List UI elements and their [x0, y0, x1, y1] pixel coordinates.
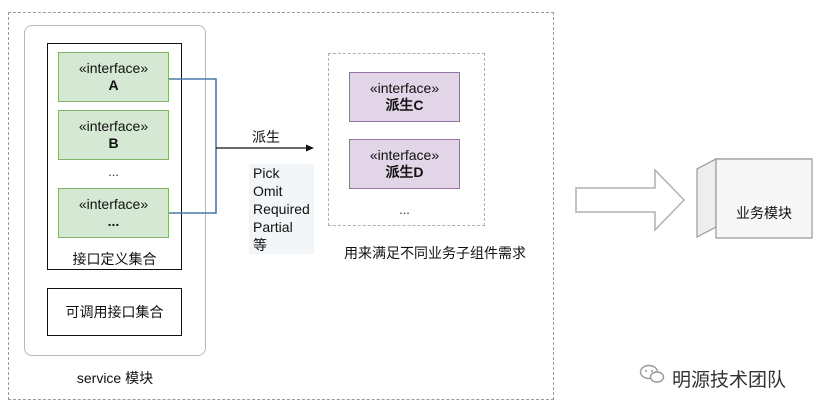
derived-group-caption: 用来满足不同业务子组件需求 — [344, 245, 526, 261]
operations-background — [249, 164, 314, 254]
operation-item: 等 — [253, 237, 267, 253]
derived-interfaces-group — [328, 53, 485, 226]
interface-stereotype: «interface» — [78, 118, 149, 134]
business-module-label: 业务模块 — [736, 205, 792, 221]
operation-item: Pick — [253, 165, 280, 181]
interface-b-node: «interface» B — [58, 110, 169, 160]
cube-front-face — [715, 158, 813, 239]
interface-name: B — [108, 135, 119, 151]
connector-more — [169, 148, 217, 214]
operation-item: Required — [253, 201, 310, 217]
interface-stereotype: «interface» — [78, 196, 149, 212]
big-hollow-arrow — [575, 168, 686, 232]
operation-item: Partial — [253, 219, 293, 235]
service-module-label: service 模块 — [76, 370, 154, 386]
outer-boundary — [8, 12, 554, 400]
service-module-box — [24, 25, 206, 356]
derive-arrow-label: 派生 — [252, 129, 280, 145]
interface-more-node: «interface» ... — [58, 188, 169, 238]
derived-c-node: «interface» 派生C — [349, 72, 460, 122]
interface-stereotype: «interface» — [369, 147, 440, 163]
derived-d-node: «interface» 派生D — [349, 139, 460, 189]
derived-ellipsis: ... — [399, 202, 410, 217]
derive-arrow-head — [306, 144, 314, 152]
definitions-group-label: 接口定义集合 — [72, 251, 157, 267]
interface-stereotype: «interface» — [78, 60, 149, 76]
interface-name: 派生D — [385, 164, 424, 180]
interface-name: ... — [107, 213, 120, 229]
cube-side-face — [696, 158, 717, 238]
watermark-text: 明源技术团队 — [672, 370, 787, 391]
interfaces-ellipsis: ... — [108, 164, 119, 179]
connector-a — [169, 78, 217, 148]
operation-item: Omit — [253, 183, 283, 199]
derive-operations-list: Pick Omit Required Partial 等 — [253, 164, 310, 254]
callable-interfaces-group: 可调用接口集合 — [47, 288, 182, 336]
interface-name: A — [108, 77, 119, 93]
callable-group-label: 可调用接口集合 — [65, 304, 164, 320]
interface-stereotype: «interface» — [369, 80, 440, 96]
interface-a-node: «interface» A — [58, 52, 169, 102]
interface-name: 派生C — [385, 97, 424, 113]
wechat-icon — [639, 364, 665, 383]
